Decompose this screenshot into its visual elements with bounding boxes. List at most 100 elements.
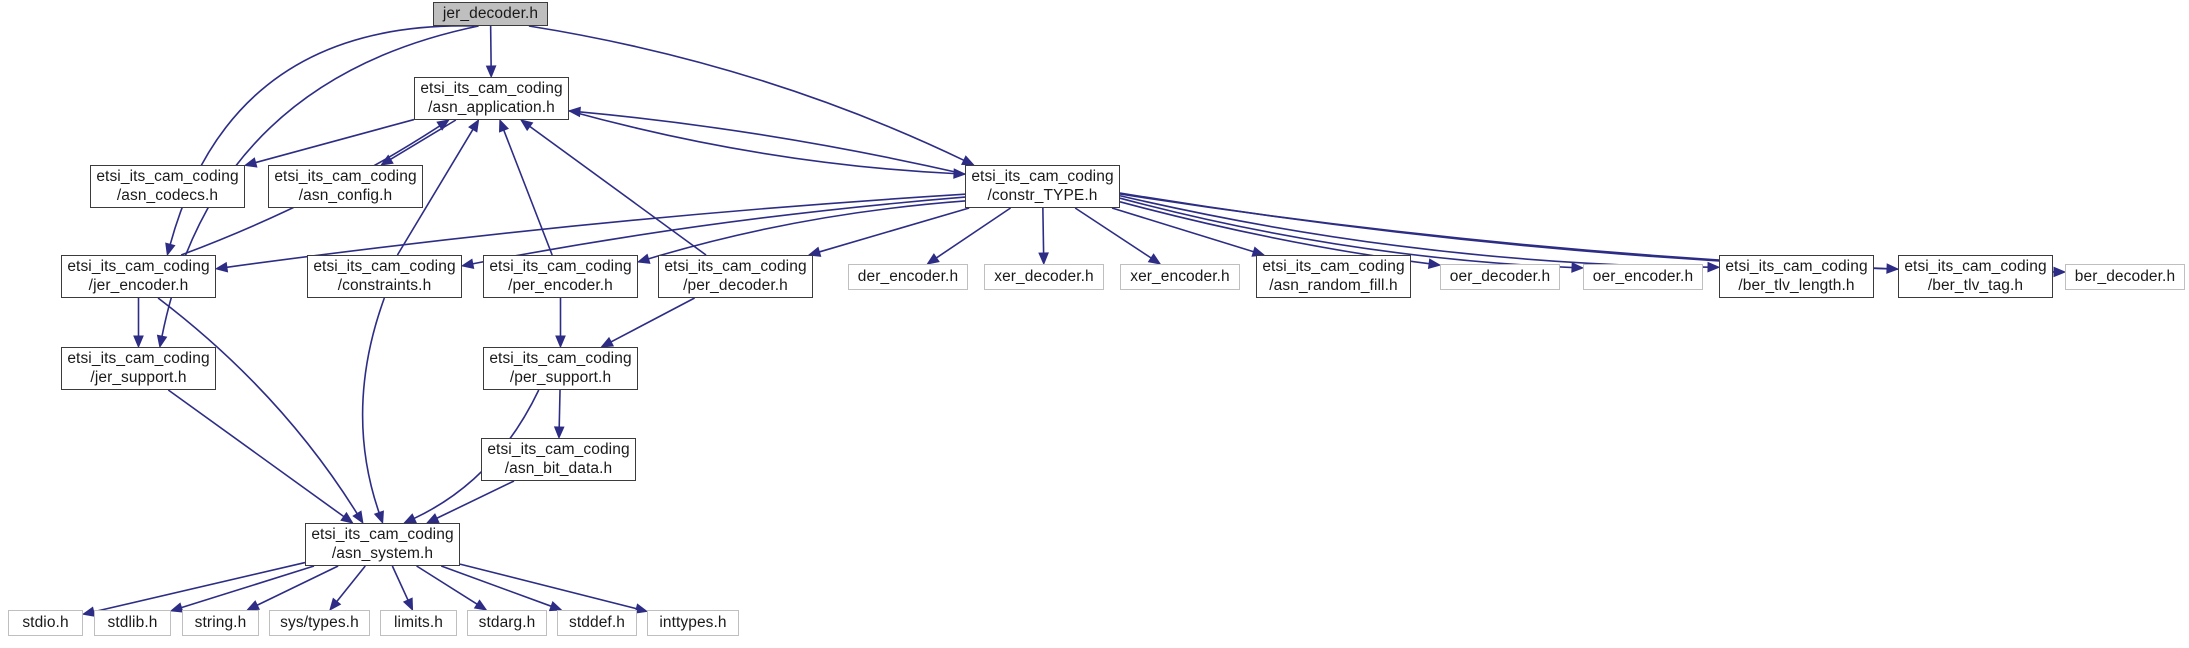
graph-node-label: etsi_its_cam_coding	[487, 441, 630, 459]
graph-node-asn_config[interactable]: etsi_its_cam_coding/asn_config.h	[268, 165, 423, 208]
edge-arrowhead	[169, 602, 184, 613]
graph-node-label: etsi_its_cam_coding	[274, 168, 417, 186]
graph-node-der_encoder[interactable]: der_encoder.h	[848, 264, 968, 290]
edge-arrowhead	[352, 510, 364, 525]
graph-node-asn_codecs[interactable]: etsi_its_cam_coding/asn_codecs.h	[90, 165, 245, 208]
graph-node-ber_tlv_tag[interactable]: etsi_its_cam_coding/ber_tlv_tag.h	[1898, 255, 2053, 298]
edge-arrowhead	[1038, 252, 1049, 266]
graph-edge-per_support-to-asn_bit_data	[558, 389, 561, 429]
graph-node-constraints[interactable]: etsi_its_cam_coding/constraints.h	[307, 255, 462, 298]
graph-node-string[interactable]: string.h	[182, 610, 259, 636]
edge-arrowhead	[340, 511, 354, 524]
graph-node-oer_encoder[interactable]: oer_encoder.h	[1583, 264, 1703, 290]
graph-node-label: etsi_its_cam_coding	[489, 350, 632, 368]
graph-node-label: /jer_support.h	[90, 368, 187, 386]
graph-node-asn_system[interactable]: etsi_its_cam_coding/asn_system.h	[305, 523, 460, 566]
graph-edge-jer_support-to-asn_system	[167, 389, 346, 518]
edge-arrowhead	[373, 510, 384, 525]
graph-node-label: sys/types.h	[280, 613, 359, 631]
graph-node-asn_bit_data[interactable]: etsi_its_cam_coding/asn_bit_data.h	[481, 438, 636, 481]
graph-node-constr_TYPE[interactable]: etsi_its_cam_coding/constr_TYPE.h	[965, 165, 1120, 208]
graph-node-inttypes[interactable]: inttypes.h	[647, 610, 739, 636]
graph-node-stdarg[interactable]: stdarg.h	[467, 610, 547, 636]
graph-edge-asn_system-to-sys_types	[335, 565, 366, 603]
graph-node-label: ber_decoder.h	[2074, 267, 2176, 285]
graph-node-label: /constr_TYPE.h	[987, 186, 1098, 204]
graph-edge-constraints-to-asn_system	[361, 297, 386, 514]
graph-node-sys_types[interactable]: sys/types.h	[269, 610, 370, 636]
graph-node-limits[interactable]: limits.h	[380, 610, 457, 636]
graph-node-label: etsi_its_cam_coding	[664, 258, 807, 276]
graph-node-xer_decoder[interactable]: xer_decoder.h	[984, 264, 1104, 290]
graph-node-xer_encoder[interactable]: xer_encoder.h	[1120, 264, 1240, 290]
graph-node-label: jer_decoder.h	[442, 4, 539, 22]
edge-arrowhead	[634, 603, 649, 614]
graph-node-stddef[interactable]: stddef.h	[557, 610, 637, 636]
edge-arrowhead	[468, 118, 480, 133]
graph-node-label: etsi_its_cam_coding	[311, 526, 454, 544]
graph-node-label: /constraints.h	[337, 276, 432, 294]
graph-edge-asn_system-to-stdlib	[180, 565, 315, 609]
edge-arrowhead	[555, 335, 566, 349]
graph-edge-asn_system-to-stdarg	[416, 565, 479, 606]
graph-node-label: /per_encoder.h	[508, 276, 613, 294]
graph-node-jer_decoder[interactable]: jer_decoder.h	[433, 2, 548, 26]
graph-edge-per_decoder-to-asn_application	[528, 125, 707, 256]
edge-arrowhead	[499, 118, 509, 133]
graph-edge-constraints-to-asn_application	[396, 128, 475, 256]
graph-node-per_support[interactable]: etsi_its_cam_coding/per_support.h	[483, 347, 638, 390]
graph-node-ber_decoder[interactable]: ber_decoder.h	[2065, 264, 2185, 290]
graph-edge-asn_system-to-string	[255, 565, 339, 607]
edge-arrowhead	[1427, 258, 1442, 269]
graph-node-stdio[interactable]: stdio.h	[8, 610, 83, 636]
graph-node-label: /asn_config.h	[298, 186, 393, 204]
graph-node-oer_decoder[interactable]: oer_decoder.h	[1440, 264, 1560, 290]
graph-edge-asn_application-to-constr_TYPE	[568, 110, 956, 175]
graph-edge-jer_encoder-to-asn_system	[157, 297, 359, 515]
graph-node-label: oer_encoder.h	[1592, 267, 1694, 285]
graph-node-label: /jer_encoder.h	[88, 276, 189, 294]
graph-node-label: /asn_codecs.h	[116, 186, 219, 204]
edge-arrowhead	[425, 513, 440, 524]
edge-arrowhead	[436, 119, 450, 131]
graph-node-per_encoder[interactable]: etsi_its_cam_coding/per_encoder.h	[483, 255, 638, 298]
edge-arrowhead	[1147, 253, 1162, 265]
edge-arrowhead	[460, 258, 475, 269]
graph-node-asn_application[interactable]: etsi_its_cam_coding/asn_application.h	[414, 77, 569, 120]
graph-node-label: stddef.h	[569, 613, 625, 631]
edge-arrowhead	[485, 65, 497, 79]
edge-arrowhead	[636, 253, 651, 264]
graph-node-per_decoder[interactable]: etsi_its_cam_coding/per_decoder.h	[658, 255, 813, 298]
edge-arrowhead	[961, 155, 975, 166]
graph-edge-constr_TYPE-to-jer_encoder	[225, 193, 966, 269]
edge-arrowhead	[567, 106, 581, 118]
graph-node-label: etsi_its_cam_coding	[420, 80, 563, 98]
edge-arrowhead	[807, 246, 822, 257]
graph-node-ber_tlv_length[interactable]: etsi_its_cam_coding/ber_tlv_length.h	[1719, 255, 1874, 298]
graph-node-label: etsi_its_cam_coding	[313, 258, 456, 276]
graph-node-label: etsi_its_cam_coding	[1262, 258, 1405, 276]
graph-edge-per_decoder-to-per_support	[609, 297, 695, 344]
graph-edge-per_encoder-to-asn_application	[502, 129, 553, 256]
edge-arrowhead	[403, 513, 417, 524]
graph-node-label: etsi_its_cam_coding	[1725, 258, 1868, 276]
graph-edge-constr_TYPE-to-asn_random_fill	[1111, 207, 1255, 253]
graph-node-label: /asn_system.h	[331, 544, 434, 562]
graph-node-label: etsi_its_cam_coding	[67, 258, 210, 276]
graph-node-label: /ber_tlv_length.h	[1738, 276, 1855, 294]
edge-arrowhead	[926, 253, 940, 265]
edge-arrowhead	[329, 597, 342, 612]
graph-node-jer_support[interactable]: etsi_its_cam_coding/jer_support.h	[61, 347, 216, 390]
graph-node-asn_random_fill[interactable]: etsi_its_cam_coding/asn_random_fill.h	[1256, 255, 1411, 298]
graph-node-jer_encoder[interactable]: etsi_its_cam_coding/jer_encoder.h	[61, 255, 216, 298]
graph-edge-constr_TYPE-to-asn_application	[578, 111, 966, 175]
graph-node-stdlib[interactable]: stdlib.h	[94, 610, 171, 636]
graph-node-label: xer_decoder.h	[994, 267, 1094, 285]
graph-node-label: oer_decoder.h	[1449, 267, 1551, 285]
graph-edge-asn_system-to-limits	[391, 565, 410, 602]
graph-edge-constr_TYPE-to-xer_encoder	[1074, 207, 1153, 260]
edge-arrowhead	[2053, 266, 2067, 278]
graph-node-label: /asn_random_fill.h	[1269, 276, 1398, 294]
